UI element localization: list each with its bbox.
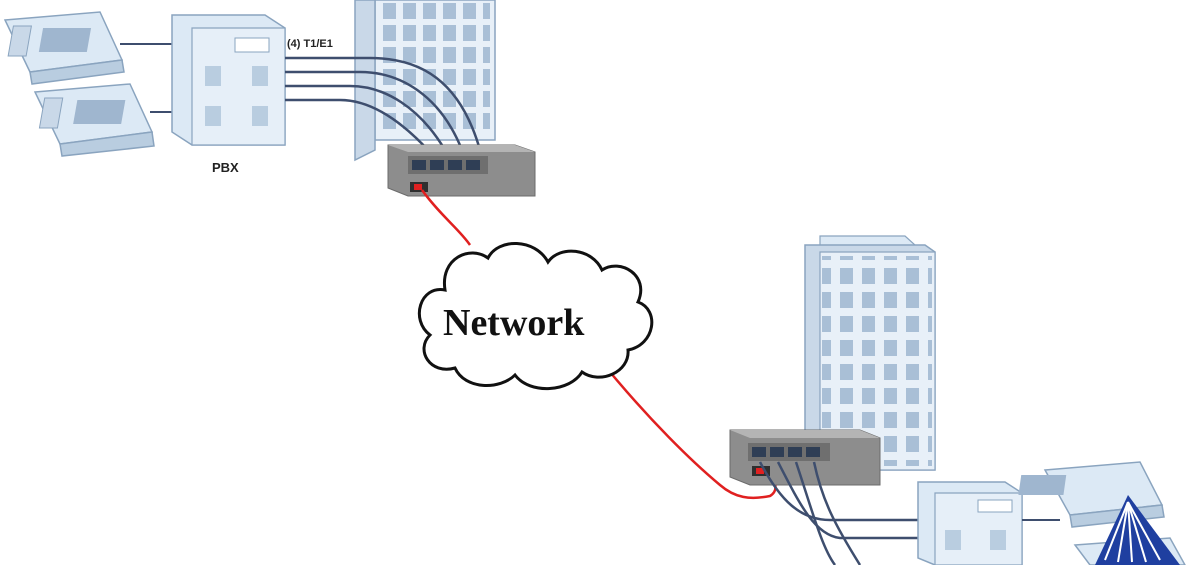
logo-icon — [1095, 495, 1180, 565]
trunk-lines — [758, 461, 920, 565]
gateway-icon — [729, 429, 881, 486]
trunk-label: (4) T1/E1 — [287, 38, 333, 50]
gateway-icon — [387, 144, 536, 197]
telephone-icon — [3, 11, 125, 85]
cloud-icon — [417, 242, 654, 390]
network-label: Network — [443, 302, 585, 344]
pbx-label: PBX — [212, 160, 239, 175]
building-icon — [354, 0, 496, 162]
trunk-lines — [285, 56, 482, 151]
building-icon — [804, 235, 936, 471]
wan-link — [420, 189, 472, 246]
telephone-icon — [33, 83, 155, 157]
pbx-icon — [917, 481, 1023, 565]
pbx-icon — [171, 14, 286, 146]
